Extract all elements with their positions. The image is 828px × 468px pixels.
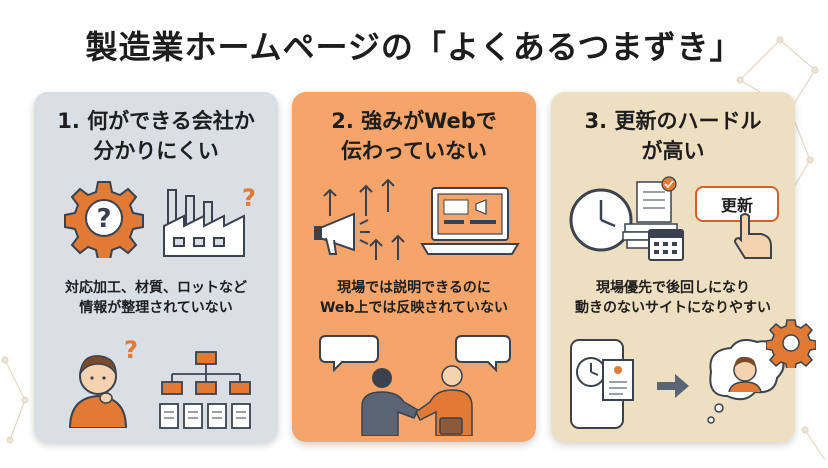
phone-icon: [570, 339, 785, 429]
handshake-people-icon: [319, 335, 511, 436]
hand-pointer-icon: [733, 213, 772, 259]
gear-icon: [766, 319, 816, 368]
card-unclear-company: 1. 何ができる会社か 分かりにくい ? ? 対応加工、材質、ロットなど 情報が…: [34, 92, 278, 442]
svg-text:?: ?: [242, 184, 256, 212]
svg-text:?: ?: [124, 336, 138, 364]
card-title-line: 伝わっていない: [341, 139, 487, 163]
card-description-line: 動きのないサイトになりやすい: [575, 300, 771, 316]
card-description-line: 現場優先で後回しになり: [596, 280, 750, 296]
svg-text:?: ?: [96, 204, 111, 234]
laptop-icon: [420, 187, 520, 255]
clock-icon: [569, 176, 684, 261]
page-title: 製造業ホームページの「よくあるつまずき」: [85, 28, 743, 66]
card-title-line: 1. 何ができる会社か: [57, 109, 255, 133]
arrow-right-icon: [657, 374, 689, 398]
thinking-person-icon: ?: [68, 336, 138, 428]
card-title-line: 2. 強みがWebで: [331, 109, 497, 133]
card-description: 対応加工、材質、ロットなど 情報が整理されていない: [34, 278, 278, 318]
gear-question-icon: ?: [64, 181, 144, 258]
card-description: 現場優先で後回しになり 動きのないサイトになりやすい: [551, 278, 795, 318]
calendar-icon: [648, 229, 684, 261]
card-update-hurdle: 3. 更新のハードル が高い 更新: [551, 92, 795, 442]
org-chart-icon: [159, 351, 251, 429]
card-title-line: が高い: [641, 139, 705, 163]
card-title-line: 3. 更新のハードル: [584, 109, 762, 133]
card-title: 1. 何ができる会社か 分かりにくい: [34, 106, 278, 166]
card-title: 3. 更新のハードル が高い: [551, 106, 795, 166]
speech-bubble-icon: [319, 335, 379, 373]
megaphone-icon: [314, 178, 405, 260]
card-description: 現場では説明できるのに Web上では反映されていない: [292, 278, 536, 318]
card-title-line: 分かりにくい: [93, 139, 219, 163]
thought-person-icon: [707, 339, 785, 424]
update-button-icon: 更新: [695, 186, 779, 222]
factory-icon: ?: [163, 184, 256, 257]
card-description-line: Web上では反映されていない: [319, 300, 509, 316]
card-strengths-not-conveyed: 2. 強みがWebで 伝わっていない 現場では説明できるのに Web上: [292, 92, 536, 442]
card-description-line: 対応加工、材質、ロットなど: [65, 280, 247, 296]
card-title: 2. 強みがWebで 伝わっていない: [292, 106, 536, 166]
card-description-line: 現場では説明できるのに: [337, 280, 491, 296]
card-description-line: 情報が整理されていない: [79, 300, 233, 316]
